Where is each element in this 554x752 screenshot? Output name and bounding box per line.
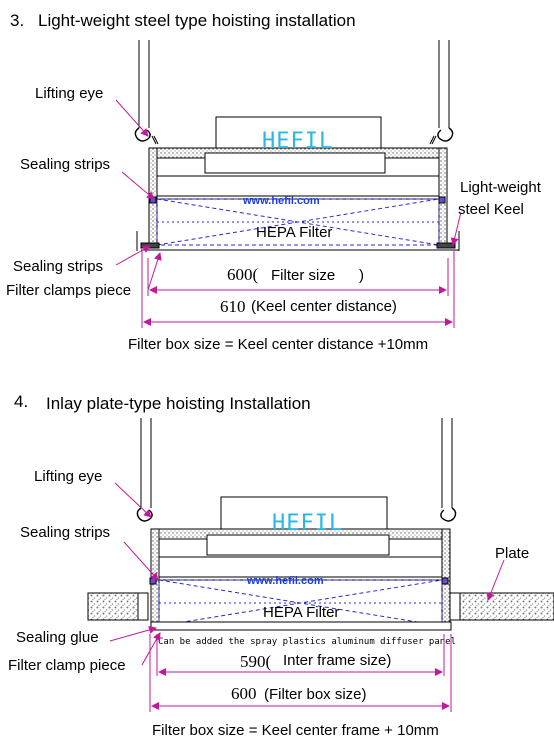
- dim-inter-frame-number: 590(: [240, 652, 272, 671]
- section-3: 3. Light-weight steel type hoisting inst…: [6, 11, 542, 353]
- dim-keel-center-number: 610: [220, 297, 246, 316]
- section-3-number: 3.: [10, 11, 24, 30]
- hanger-rods: [138, 40, 450, 128]
- brand-logo: HEFIL: [262, 129, 333, 154]
- dimension-lines: [141, 250, 455, 328]
- hepa-filter-label-4: HEPA Filter: [263, 604, 339, 621]
- website-url: www.hefil.com: [242, 195, 320, 207]
- label-lifting-eye: Lifting eye: [35, 85, 103, 102]
- label-sealing-strips-bottom: Sealing strips: [13, 258, 103, 275]
- label-lifting-eye-4: Lifting eye: [34, 468, 102, 485]
- label-sealing-strips-top: Sealing strips: [20, 156, 110, 173]
- diffuser-panel-note: Can be added the spray plastics aluminum…: [158, 637, 456, 647]
- ceiling-plate: [87, 577, 554, 631]
- lifting-eye-hook-4: [136, 507, 457, 522]
- section-4: 4. Inlay plate-type hoisting Installatio…: [8, 392, 554, 739]
- dim-filter-box-label: (Filter box size): [264, 686, 367, 703]
- filter-box-housing: [148, 116, 448, 247]
- section-3-title: Light-weight steel type hoisting install…: [38, 11, 356, 30]
- website-url-4: www.hefil.com: [246, 575, 324, 587]
- hepa-filter: [156, 198, 440, 246]
- formula-section-4: Filter box size = Keel center frame + 10…: [152, 722, 439, 739]
- brand-logo-4: HEFIL: [272, 511, 343, 536]
- dimension-lines-4: [149, 634, 452, 712]
- section-4-number: 4.: [14, 392, 28, 411]
- label-sealing-strips-4: Sealing strips: [20, 524, 110, 541]
- dim-filter-size-label: Filter size: [271, 267, 335, 284]
- label-keel-line2: steel Keel: [458, 201, 524, 218]
- section-4-title: Inlay plate-type hoisting Installation: [46, 394, 311, 413]
- label-filter-clamp: Filter clamp piece: [8, 657, 126, 674]
- label-plate: Plate: [495, 545, 529, 562]
- lifting-eye-hook: [134, 127, 454, 145]
- steel-keel: [136, 196, 460, 251]
- formula-section-3: Filter box size = Keel center distance +…: [128, 336, 428, 353]
- label-sealing-glue: Sealing glue: [16, 629, 99, 646]
- hanger-rods-4: [140, 418, 453, 508]
- dim-filter-size-number: 600(: [227, 265, 259, 284]
- label-filter-clamps: Filter clamps piece: [6, 282, 131, 299]
- dim-keel-center-label: (Keel center distance): [251, 298, 397, 315]
- label-keel-line1: Light-weight: [460, 179, 542, 196]
- dim-filter-size-close: ): [359, 267, 364, 284]
- dim-filter-box-number: 600: [231, 684, 257, 703]
- hepa-filter-label: HEPA Filter: [256, 224, 332, 241]
- dim-inter-frame-label: Inter frame size): [283, 652, 391, 669]
- leader-lines: [115, 99, 462, 291]
